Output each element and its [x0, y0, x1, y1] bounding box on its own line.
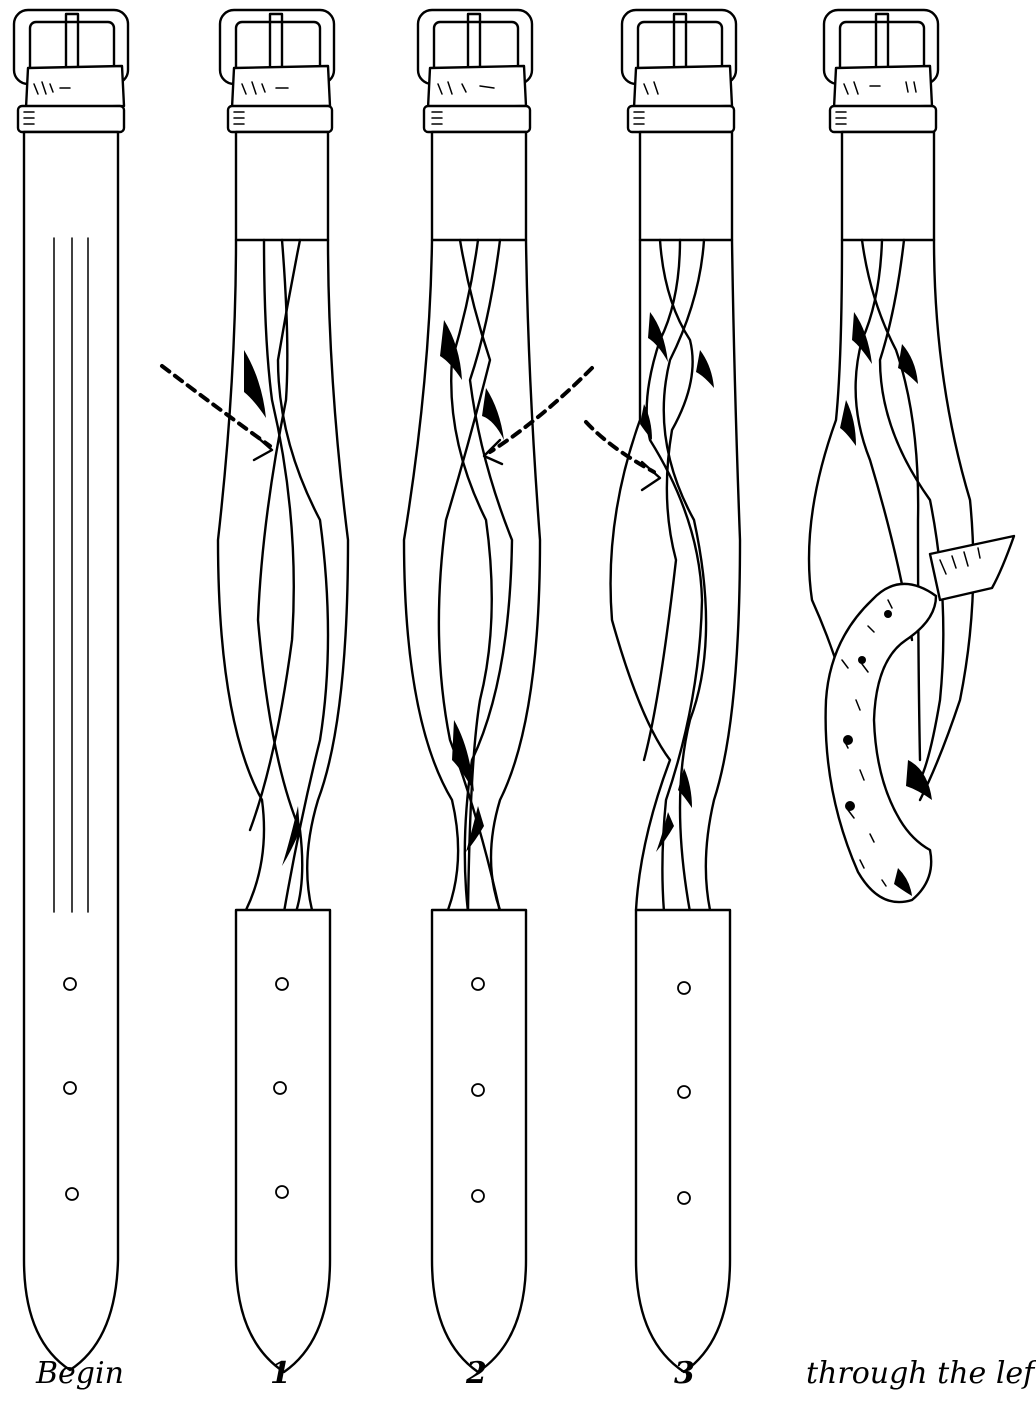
belt-hole	[472, 1084, 484, 1096]
belt-hole	[678, 982, 690, 994]
caption-step-1: 1	[270, 1352, 291, 1396]
buckle-icon	[418, 10, 532, 132]
buckle-icon	[824, 10, 938, 132]
belt-step-3	[586, 10, 740, 1372]
belt-hole	[64, 1082, 76, 1094]
belt-hole	[472, 1190, 484, 1202]
belt-strap	[24, 132, 118, 1370]
caption-begin: Begin	[36, 1352, 124, 1396]
belt-hole	[64, 978, 76, 990]
belt-hole	[678, 1192, 690, 1204]
belt-hole	[472, 978, 484, 990]
caption-through-the-left: through the left	[806, 1352, 1036, 1396]
arrow-left-icon	[490, 368, 592, 452]
buckle-icon	[220, 10, 334, 132]
belt-hole	[276, 978, 288, 990]
caption-step-2: 2	[466, 1352, 487, 1396]
belt-begin	[14, 10, 128, 1370]
belt-hole	[66, 1188, 78, 1200]
belt-hole	[276, 1186, 288, 1198]
belt-hole	[678, 1086, 690, 1098]
belt-step-through-left	[809, 10, 1014, 902]
belt-hole	[274, 1082, 286, 1094]
buckle-icon	[14, 10, 128, 132]
belt-step-1	[162, 10, 348, 1372]
belt-step-2	[404, 10, 592, 1372]
buckle-icon	[622, 10, 736, 132]
caption-step-3: 3	[674, 1352, 695, 1396]
